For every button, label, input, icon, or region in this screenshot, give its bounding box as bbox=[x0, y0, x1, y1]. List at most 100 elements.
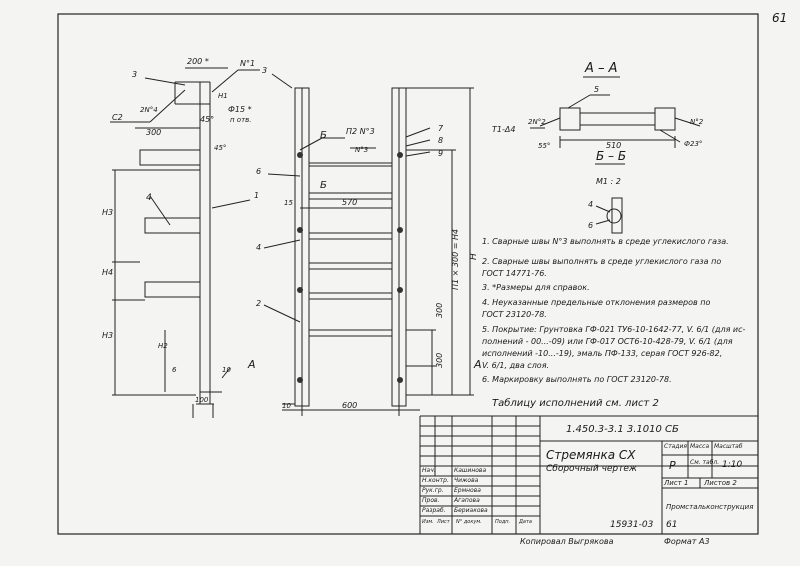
dim-45-b: 45° bbox=[214, 144, 226, 152]
note-line: V. 6/1, два слоя. bbox=[482, 361, 550, 370]
dim-10-side: 10 bbox=[222, 366, 231, 374]
header-date: Дата bbox=[519, 519, 532, 525]
mass-value: См. табл. bbox=[690, 459, 720, 466]
sheet-value: Лист 1 bbox=[664, 479, 689, 487]
dim-10-front: 10 bbox=[282, 402, 291, 410]
dim-570: 570 bbox=[342, 198, 357, 207]
dim-h3-lower: H3 bbox=[102, 331, 113, 340]
callout-3-left: 3 bbox=[132, 70, 137, 79]
front-view bbox=[263, 73, 474, 416]
dim-300-lower: 300 bbox=[435, 353, 444, 368]
section-mark-b-bottom: Б bbox=[320, 180, 327, 191]
page-number: 61 bbox=[666, 520, 678, 530]
dim-300-left: 300 bbox=[146, 128, 161, 137]
section-bb-title: Б – Б bbox=[596, 149, 626, 163]
side-view bbox=[110, 67, 260, 418]
header-stage: Стадия bbox=[664, 443, 688, 450]
note-line: 1. Сварные швы N°3 выполнять в среде угл… bbox=[482, 237, 729, 246]
callout-8: 8 bbox=[438, 136, 443, 145]
dim-h2: H2 bbox=[158, 342, 168, 350]
weld-n1: N°1 bbox=[240, 59, 255, 68]
dim-h3-upper: H3 bbox=[102, 208, 113, 217]
header-izm: Изм. bbox=[422, 519, 434, 525]
section-aa-title: А – А bbox=[584, 61, 618, 76]
callout-4-left: 4 bbox=[146, 193, 152, 203]
callout-9: 9 bbox=[438, 149, 443, 158]
note-line: ГОСТ 14771-76. bbox=[482, 269, 547, 278]
header-sign: Подп. bbox=[495, 519, 511, 525]
callout-1: 1 bbox=[254, 191, 259, 200]
dim-d23: Ф23° bbox=[684, 140, 702, 148]
sheet-frame bbox=[57, 13, 759, 535]
sheets-value: Листов 2 bbox=[704, 479, 737, 487]
callout-5: 5 bbox=[594, 85, 599, 94]
header-list: Лист bbox=[437, 519, 450, 525]
dim-100: 100 bbox=[195, 396, 209, 404]
dim-d15: Ф15 * bbox=[228, 105, 252, 114]
weld-n3: N°3 bbox=[355, 146, 368, 154]
weld-c2: С2 bbox=[112, 113, 123, 122]
note-line: ГОСТ 23120-78. bbox=[482, 310, 547, 319]
dim-55: 55° bbox=[538, 142, 550, 150]
scale-value: 1:10 bbox=[722, 460, 743, 470]
inventory-number: 15931-03 bbox=[610, 520, 654, 530]
person-name: Ермнова bbox=[454, 487, 481, 494]
section-mark-a-right: А bbox=[473, 358, 482, 371]
section-bb-scale: М1 : 2 bbox=[596, 177, 621, 186]
dim-formula: П1 × 300 = H4 bbox=[451, 229, 460, 290]
doc-code: 1.450.3-3.1 3.1010 СБ bbox=[566, 424, 679, 435]
role: Н.контр. bbox=[422, 477, 449, 484]
role: Пров. bbox=[422, 497, 440, 504]
callout-4-bb: 4 bbox=[588, 200, 593, 209]
dim-45-a: 45° bbox=[200, 115, 214, 124]
dim-15: 15 bbox=[284, 199, 293, 207]
role: Разраб. bbox=[422, 507, 446, 514]
callout-6: 6 bbox=[256, 167, 261, 176]
section-aa-drawing bbox=[530, 76, 701, 148]
header-scale: Масштаб bbox=[714, 443, 743, 450]
section-mark-a-left: А bbox=[247, 358, 256, 371]
doc-subtitle: Сборочный чертеж bbox=[546, 464, 638, 474]
role: Рук.гр. bbox=[422, 487, 444, 494]
weld-marks bbox=[297, 152, 403, 383]
callout-2: 2 bbox=[256, 299, 261, 308]
person-name: Кашинова bbox=[454, 467, 487, 474]
weld-t1: Т1-Δ4 bbox=[492, 125, 515, 134]
title-block-grid bbox=[419, 415, 758, 534]
note-line: исполнений -10...-19), эмаль ПФ-133, сер… bbox=[482, 349, 723, 358]
note-line: 4. Неуказанные предельные отклонения раз… bbox=[482, 298, 711, 307]
note-line: 5. Покрытие: Грунтовка ГФ-021 ТУ6-10-164… bbox=[482, 325, 746, 334]
dim-600: 600 bbox=[342, 401, 357, 410]
note-line: 2. Сварные швы выполнять в среде углекис… bbox=[482, 257, 722, 266]
dim-h-total: H bbox=[469, 253, 479, 260]
copied-by: Копировал Выгрякова bbox=[520, 537, 614, 546]
note-line: полнений - 00...-09) или ГФ-017 ОСТ6-10-… bbox=[482, 337, 733, 346]
doc-title: Стремянка СХ bbox=[546, 448, 636, 462]
pos-n2-n3: П2 N°3 bbox=[346, 127, 375, 136]
dim-200: 200 * bbox=[187, 57, 209, 66]
callout-4-front: 4 bbox=[256, 243, 261, 252]
table-reference: Таблицу исполнений см. лист 2 bbox=[492, 398, 659, 409]
weld-2n4: 2N°4 bbox=[140, 106, 158, 114]
note-line: 3. *Размеры для справок. bbox=[482, 283, 590, 292]
organization: Промстальконструкция bbox=[666, 503, 754, 511]
paper-format: Формат А3 bbox=[664, 537, 710, 546]
header-doc: N° докум. bbox=[456, 519, 482, 525]
callout-3-front: 3 bbox=[262, 66, 267, 75]
dim-h4: H4 bbox=[102, 268, 113, 277]
person-name: Бериакова bbox=[454, 507, 488, 514]
stage-value: Р bbox=[669, 459, 676, 472]
dim-510: 510 bbox=[606, 141, 621, 150]
section-mark-b-top: Б bbox=[320, 130, 327, 141]
dim-d15-note: п отв. bbox=[230, 116, 252, 124]
person-name: Чижова bbox=[454, 477, 479, 484]
role: Нач. bbox=[422, 467, 436, 474]
dim-h1: H1 bbox=[218, 92, 228, 100]
weld-n2: N°2 bbox=[690, 118, 704, 126]
person-name: Агапова bbox=[454, 497, 480, 504]
dim-6: 6 bbox=[172, 366, 177, 374]
callout-6-bb: 6 bbox=[588, 221, 593, 230]
note-line: 6. Маркировку выполнять по ГОСТ 23120-78… bbox=[482, 375, 672, 384]
